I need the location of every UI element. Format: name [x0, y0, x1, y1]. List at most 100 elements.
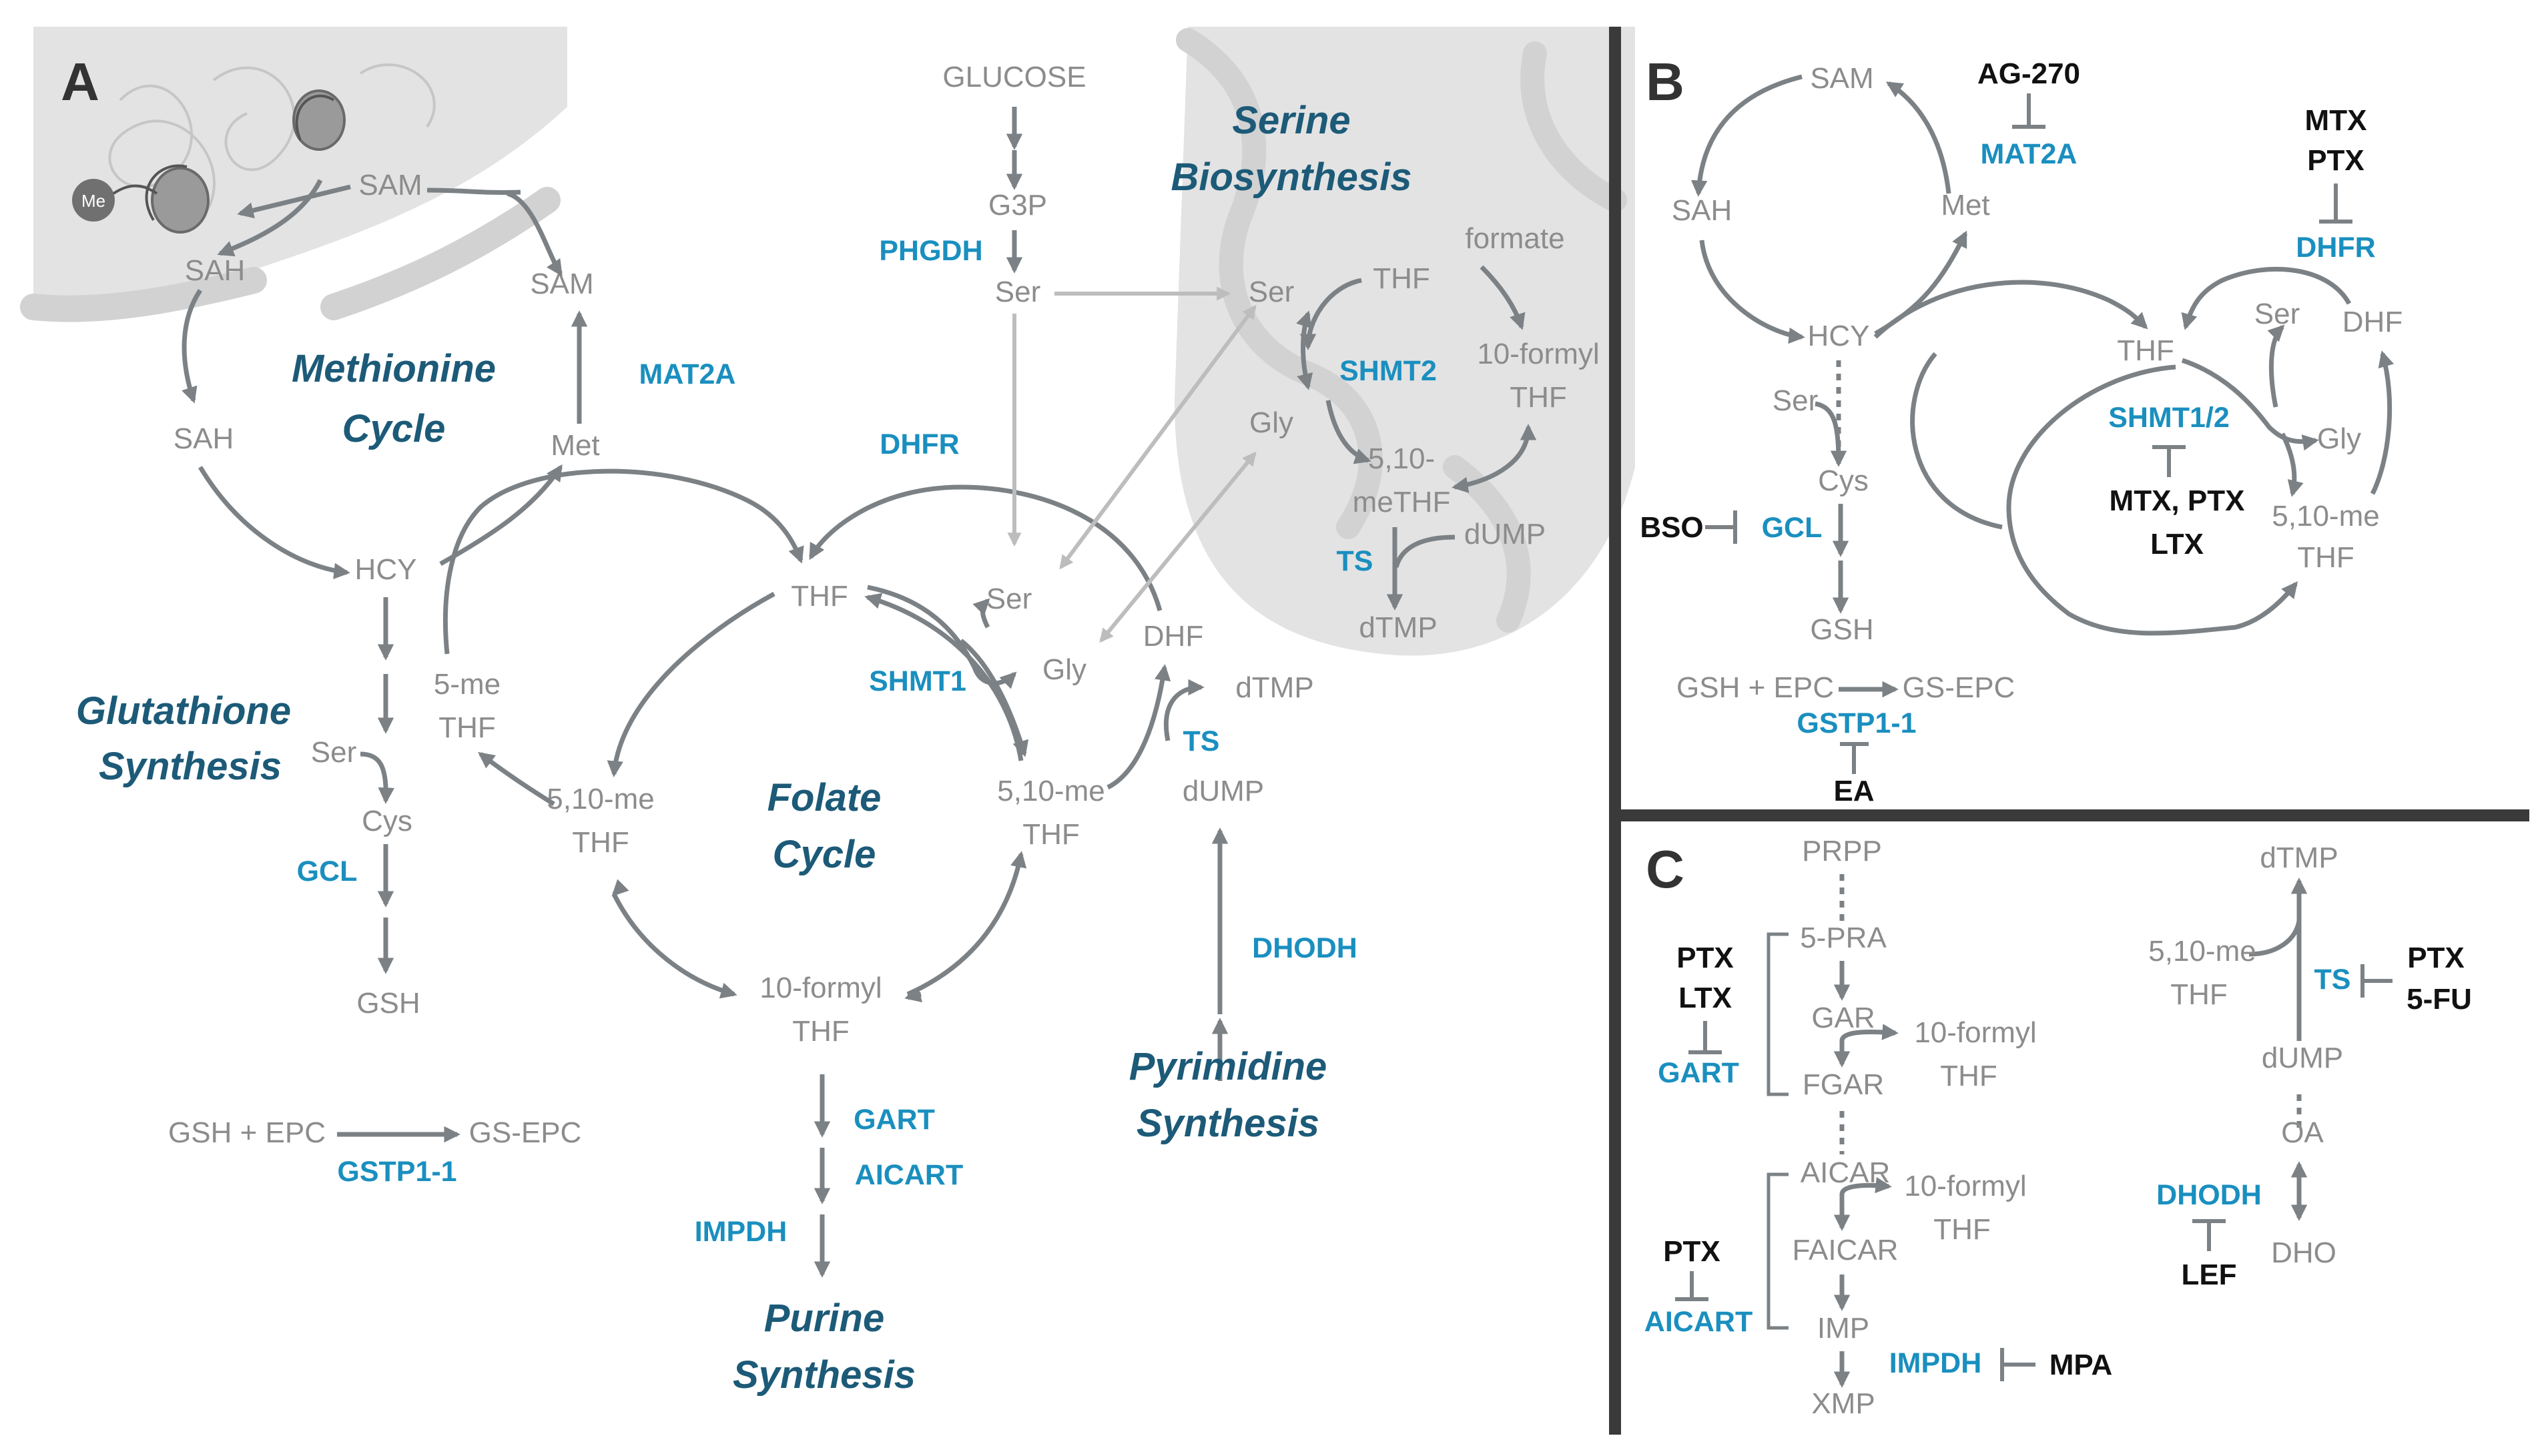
- pyrimidine-title-1: Pyrimidine: [1129, 1045, 1327, 1088]
- b-ag270-drug: AG-270: [1977, 57, 2080, 90]
- gs-epc-label: GS-EPC: [469, 1116, 582, 1149]
- c-aicart-bracket: [1767, 1172, 1789, 1330]
- dhodh-enzyme: DHODH: [1252, 932, 1357, 964]
- b-ser2-label: Ser: [2254, 298, 2300, 330]
- mito-dump-label: dUMP: [1464, 518, 1546, 551]
- b-dhf-label: DHF: [2342, 306, 2403, 338]
- dump-label: dUMP: [1183, 775, 1264, 807]
- sah-label: SAH: [174, 422, 234, 455]
- aicart-enzyme: AICART: [855, 1159, 963, 1191]
- arrow-sam-loop: [506, 191, 563, 277]
- arrow-formyl-to-methf-left: [611, 879, 629, 897]
- arrow-ser-to-cys: [360, 751, 395, 804]
- line-dump-join: [1393, 534, 1456, 569]
- ser-gsh-label: Ser: [311, 736, 356, 769]
- gsh-epc-label: GSH + EPC: [168, 1116, 326, 1149]
- methf-right-label-1: 5,10-me: [997, 775, 1104, 807]
- methionine-cycle-title-2: Cycle: [342, 407, 446, 450]
- serine-title-1: Serine: [1232, 99, 1350, 142]
- b-gly-label: Gly: [2317, 422, 2361, 455]
- arrow-ser-loop: [972, 598, 990, 629]
- b-arrow-dhf-thf: [2181, 266, 2352, 330]
- b-ea-drug: EA: [1833, 775, 1874, 807]
- c-ptx1-drug: PTX: [1676, 942, 1734, 974]
- impdh-enzyme: IMPDH: [695, 1216, 787, 1248]
- dtmp-label: dTMP: [1235, 671, 1313, 704]
- mito-thf-label: THF: [1373, 262, 1430, 295]
- arrow-dump-to-dtmp: [1163, 679, 1205, 741]
- b-arrow-thf-ser-gly: [2181, 358, 2319, 451]
- b-arrow-sah-hcy: [1699, 240, 1805, 344]
- c-prpp-label: PRPP: [1802, 835, 1882, 867]
- c-aicart-inhibition: [1675, 1271, 1708, 1301]
- arrow-formate-to-formyl: [1480, 265, 1526, 330]
- b-arrow-methf-to-dhf: [2370, 350, 2395, 495]
- c-arrow-formyl2: [1839, 1176, 1892, 1195]
- c-dtmp-label: dTMP: [2260, 841, 2338, 874]
- arrow-sah-to-hcy: [198, 466, 350, 579]
- c-formyl1-label-1: 10-formyl: [1914, 1016, 2036, 1049]
- me5-thf-label-1: 5-me: [434, 668, 501, 701]
- arrow-methf-to-5methf: [478, 752, 555, 806]
- c-mpa-drug: MPA: [2049, 1349, 2113, 1381]
- mito-formyl-label-2: THF: [1510, 381, 1567, 414]
- mito-dtmp-label: dTMP: [1359, 611, 1437, 644]
- c-ltx1-drug: LTX: [1678, 982, 1732, 1014]
- b-arrow-ser-loop: [2267, 324, 2285, 408]
- mito-ts-enzyme: TS: [1337, 545, 1373, 577]
- b-thf-label: THF: [2117, 334, 2174, 367]
- b-arrow-sam-sah: [1690, 74, 1803, 197]
- folate-cycle-title-1: Folate: [767, 776, 882, 819]
- b-ea-inhibition: [1840, 742, 1869, 774]
- panel-a-label: A: [61, 52, 99, 111]
- b-sah-label: SAH: [1672, 194, 1732, 227]
- arrow-formyl-methf-mito: [1452, 424, 1537, 493]
- arrow-mito-cyt-gly: [1099, 451, 1257, 643]
- ser-cyt-label: Ser: [986, 583, 1032, 615]
- b-hcy-label: HCY: [1808, 320, 1870, 352]
- arrow-histone-to-sah: [217, 179, 323, 257]
- b-met-label: Met: [1941, 189, 1989, 222]
- nucleus-sah-label: SAH: [185, 254, 245, 287]
- b-shmt-enzyme: SHMT1/2: [2108, 402, 2230, 434]
- b-bso-inhibition: [1705, 510, 1737, 544]
- b-shmt-inhibition: [2152, 445, 2186, 477]
- c-dump-label: dUMP: [2262, 1042, 2343, 1074]
- b-dhfr-inhibition: [2319, 184, 2352, 224]
- c-lef-drug: LEF: [2181, 1258, 2236, 1291]
- c-faicar-label: FAICAR: [1793, 1234, 1899, 1266]
- c-formyl1-label-2: THF: [1940, 1060, 1997, 1092]
- b-methf-label-2: THF: [2297, 541, 2354, 574]
- c-mpa-inhibition: [2000, 1348, 2035, 1381]
- b-ptx-drug: PTX: [2307, 144, 2364, 177]
- b-arrow-thf-methf-outer: [2006, 364, 2298, 636]
- c-methf-join: [2248, 920, 2302, 957]
- arrow-mito-cyt-ser: [1059, 304, 1257, 570]
- c-gart-bracket: [1767, 932, 1789, 1096]
- arrow-formyl-to-methf-right: [906, 851, 1027, 997]
- arrow-to-dhf: [1106, 664, 1171, 790]
- b-gcl-enzyme: GCL: [1762, 512, 1823, 544]
- arrow-methf-to-formyl: [611, 893, 737, 999]
- b-arrow-hcy-met: [1874, 230, 1968, 336]
- formyl-thf-label-2: THF: [792, 1015, 850, 1048]
- mito-gly-label: Gly: [1249, 406, 1293, 439]
- arrow-5methf-to-thf: [442, 468, 804, 655]
- gsh-label: GSH: [356, 987, 420, 1020]
- b-gsh-label: GSH: [1810, 613, 1873, 646]
- c-xmp-label: XMP: [1811, 1387, 1875, 1420]
- gstp-enzyme: GSTP1-1: [337, 1156, 456, 1188]
- b-drugs-line-2: LTX: [2150, 528, 2204, 561]
- c-dho-label: DHO: [2271, 1236, 2336, 1269]
- gly-cyt-label: Gly: [1042, 653, 1086, 686]
- gcl-enzyme: GCL: [297, 855, 358, 887]
- arrow-hcy-to-met: [439, 464, 563, 567]
- methf-left-label-1: 5,10-me: [547, 783, 654, 815]
- c-dhodh-enzyme: DHODH: [2156, 1179, 2262, 1211]
- c-dhodh-inhibition: [2192, 1219, 2226, 1251]
- ts-enzyme: TS: [1183, 725, 1220, 757]
- methf-left-label-2: THF: [572, 826, 629, 859]
- b-gstp-enzyme: GSTP1-1: [1797, 707, 1916, 739]
- c-gar-label: GAR: [1811, 1002, 1875, 1034]
